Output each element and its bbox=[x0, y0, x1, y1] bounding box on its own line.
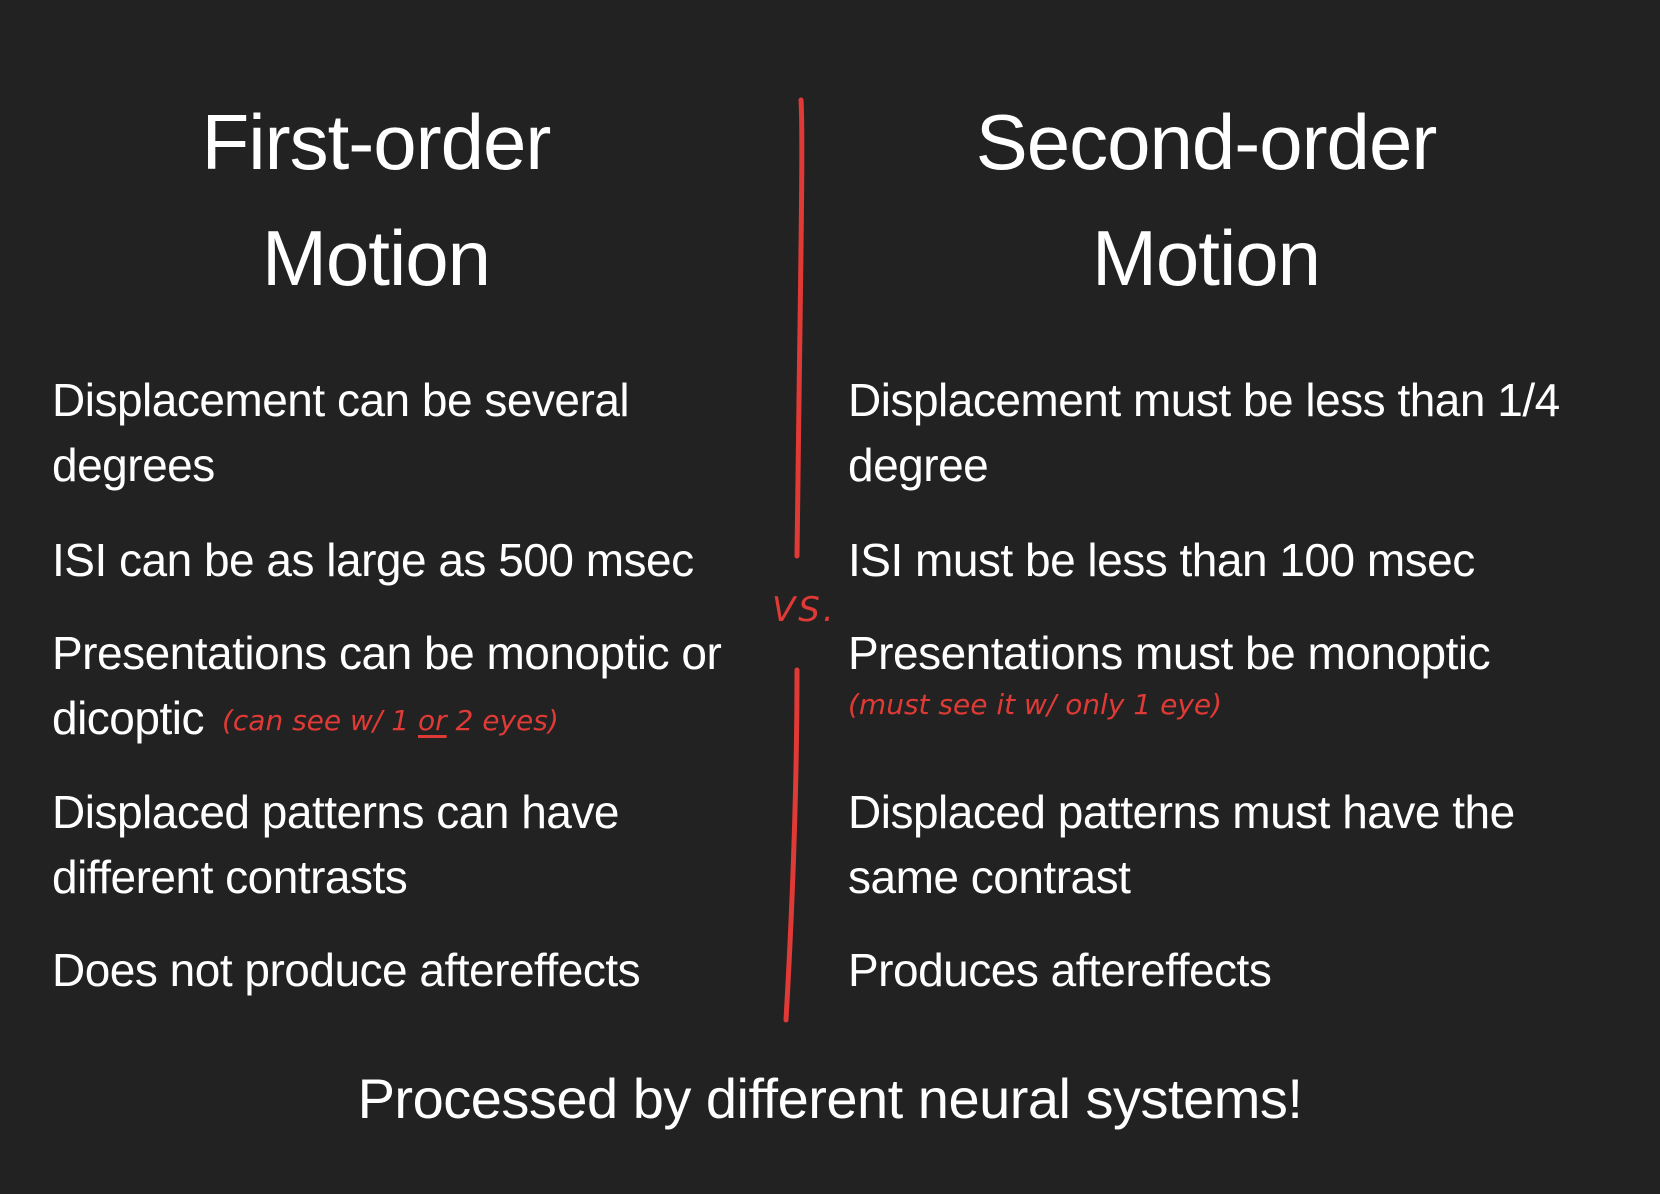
item-line: Presentations can be monoptic or bbox=[52, 627, 722, 679]
footer-conclusion: Processed by different neural systems! bbox=[357, 1067, 1303, 1130]
second-order-item-displacement: Displacement must be less than 1/4 degre… bbox=[848, 368, 1560, 498]
item-line: ISI must be less than 100 msec bbox=[848, 534, 1475, 586]
item-line: same contrast bbox=[848, 851, 1131, 903]
annotation-text: (can see w/ 1 bbox=[221, 704, 418, 737]
handwritten-annotation-right: (must see it w/ only 1 eye) bbox=[848, 688, 1223, 721]
first-order-title-line2: Motion bbox=[261, 214, 491, 302]
divider-line-bottom bbox=[783, 667, 800, 1023]
item-line: ISI can be as large as 500 msec bbox=[52, 534, 694, 586]
item-line: Displacement can be several bbox=[52, 374, 630, 426]
first-order-item-presentations: Presentations can be monoptic or dicopti… bbox=[52, 621, 722, 757]
handwritten-annotation-left: (can see w/ 1 or 2 eyes) bbox=[222, 704, 559, 737]
item-line: Produces aftereffects bbox=[848, 944, 1272, 996]
first-order-item-contrast: Displaced patterns can have different co… bbox=[52, 780, 619, 910]
item-line: degree bbox=[848, 439, 989, 491]
item-line: different contrasts bbox=[52, 851, 408, 903]
second-order-item-contrast: Displaced patterns must have the same co… bbox=[848, 780, 1515, 910]
first-order-title: First-order Motion bbox=[0, 84, 752, 316]
item-line: Does not produce aftereffects bbox=[52, 944, 641, 996]
second-order-title: Second-order Motion bbox=[820, 84, 1592, 316]
item-line: Displaced patterns can have bbox=[52, 786, 619, 838]
annotation-text: 2 eyes) bbox=[446, 704, 559, 737]
first-order-item-aftereffects: Does not produce aftereffects bbox=[52, 938, 641, 1003]
second-order-item-presentations: Presentations must be monoptic bbox=[848, 621, 1491, 686]
first-order-item-displacement: Displacement can be several degrees bbox=[52, 368, 630, 498]
divider-line-top bbox=[794, 97, 805, 559]
item-line: Displacement must be less than 1/4 bbox=[848, 374, 1560, 426]
item-line: Displaced patterns must have the bbox=[848, 786, 1515, 838]
item-line: dicoptic (can see w/ 1 or 2 eyes) bbox=[52, 686, 721, 757]
second-order-title-line2: Motion bbox=[1091, 214, 1321, 302]
item-line-text: dicoptic bbox=[52, 692, 204, 744]
first-order-item-isi: ISI can be as large as 500 msec bbox=[52, 528, 694, 593]
second-order-item-aftereffects: Produces aftereffects bbox=[848, 938, 1272, 1003]
second-order-item-isi: ISI must be less than 100 msec bbox=[848, 528, 1475, 593]
annotation-underlined-text: or bbox=[417, 704, 447, 737]
first-order-title-line1: First-order bbox=[201, 98, 552, 186]
item-line: degrees bbox=[52, 439, 215, 491]
second-order-title-line1: Second-order bbox=[975, 98, 1438, 186]
vs-label: VS. bbox=[772, 590, 837, 630]
item-line: Presentations must be monoptic bbox=[848, 627, 1491, 679]
